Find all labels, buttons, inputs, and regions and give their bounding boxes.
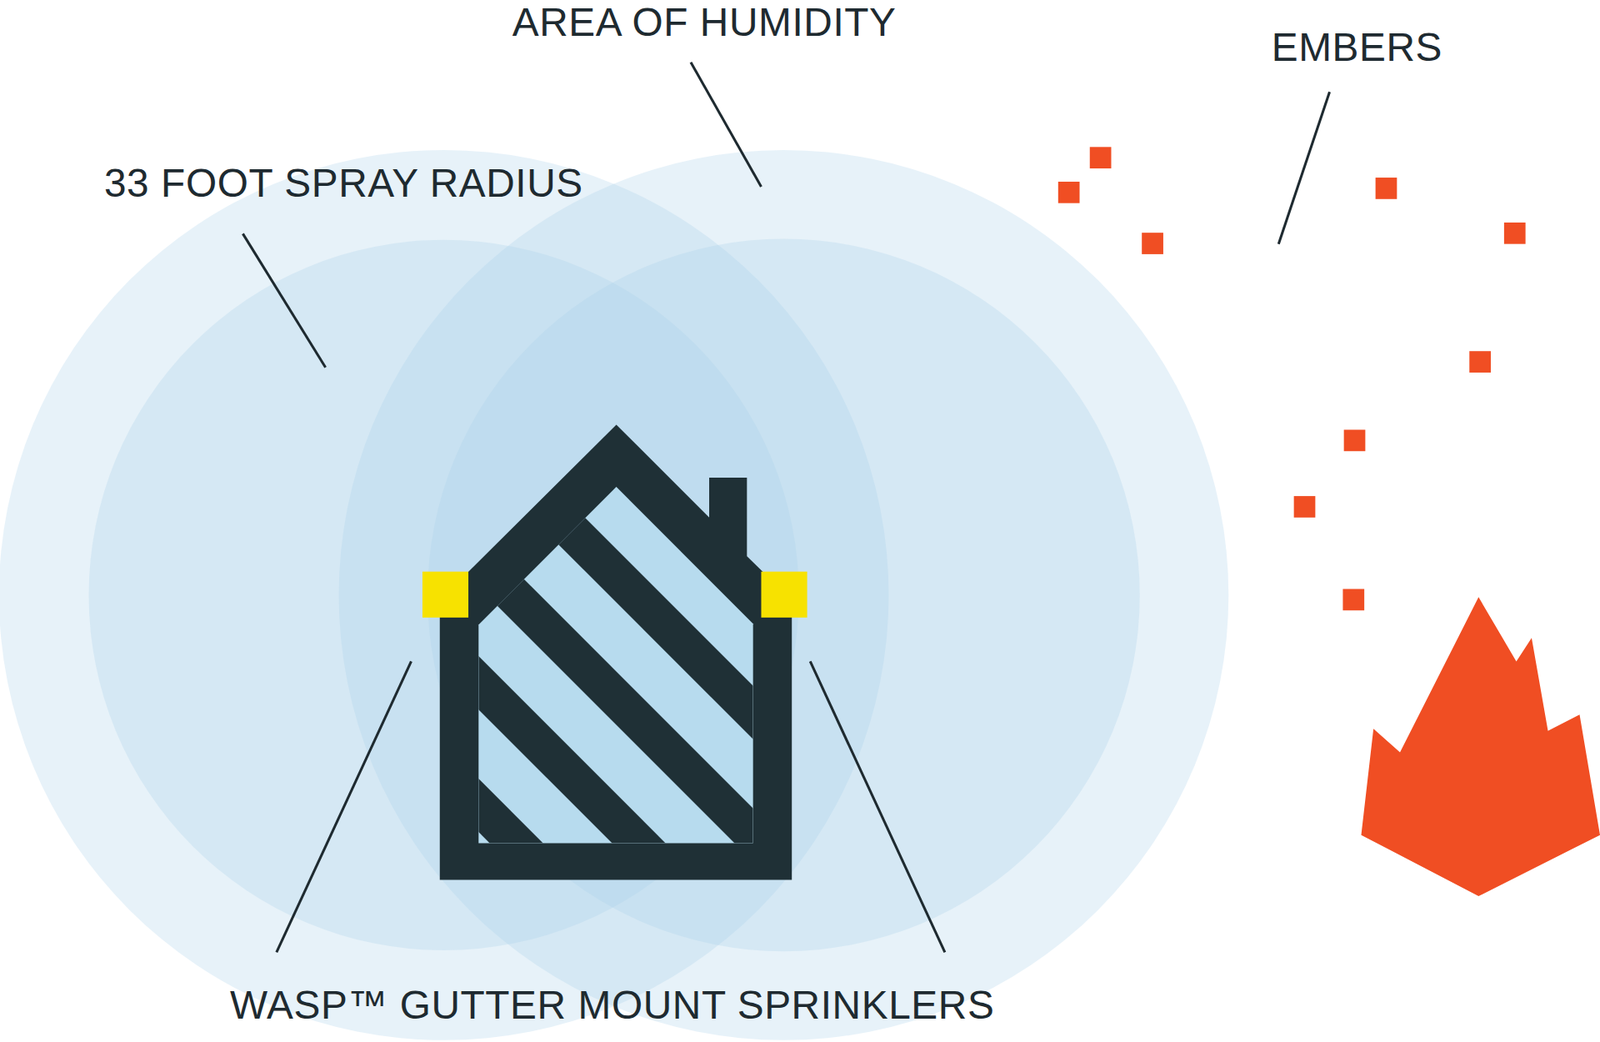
ember: [1504, 222, 1526, 245]
callout-label: EMBERS: [1271, 25, 1443, 71]
spray-circles: [0, 150, 1229, 1040]
leader-line: [276, 660, 412, 952]
sprinkler-left: [422, 571, 469, 618]
ember: [1344, 430, 1366, 452]
house-icon: [408, 367, 919, 1042]
sprinkler-right: [760, 571, 807, 618]
callout-label: WASP™ GUTTER MOUNT SPRINKLERS: [230, 982, 995, 1028]
leader-line: [810, 660, 945, 952]
leader-line: [1278, 91, 1330, 244]
stripe: [408, 490, 919, 1000]
callout-label: AREA OF HUMIDITY: [512, 0, 897, 45]
leader-line: [690, 62, 761, 187]
ember: [1141, 232, 1164, 255]
ember: [1090, 146, 1112, 169]
ember: [1375, 177, 1398, 200]
ember: [1294, 495, 1316, 518]
fire-flame: [1360, 596, 1600, 896]
ember: [1342, 589, 1365, 611]
house-stripes: [408, 367, 919, 1042]
embers: [1058, 146, 1526, 610]
ember: [1469, 350, 1491, 373]
callout-label: 33 FOOT SPRAY RADIUS: [104, 160, 584, 206]
leader-line: [242, 233, 325, 367]
ember: [1058, 181, 1080, 204]
